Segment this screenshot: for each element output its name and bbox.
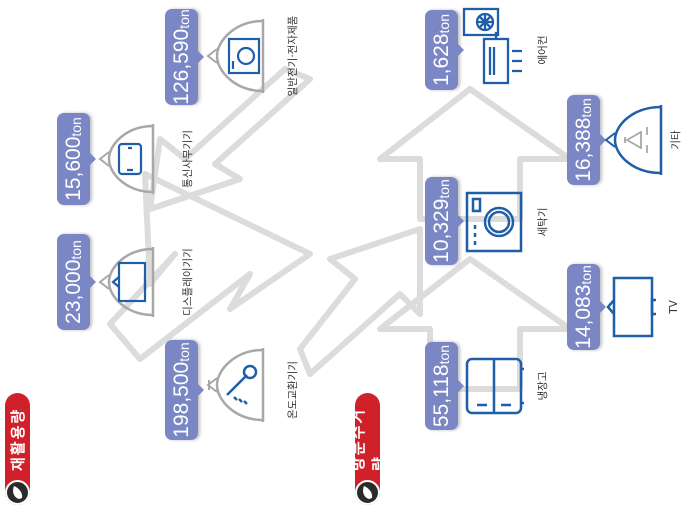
value-unit: ton — [435, 344, 452, 365]
item-label-other: 기타 — [670, 130, 682, 150]
bag-smartphone-icon — [98, 124, 155, 194]
value-number: 198,500 — [169, 361, 193, 438]
value-number: 15,600 — [61, 136, 85, 201]
value-unit: ton — [435, 13, 452, 34]
value-number: 55,118 — [429, 364, 453, 428]
bag-thermometer-icon — [206, 348, 265, 422]
recycling-badge-label: 재활용량 — [9, 407, 27, 471]
bag-recycle-icon — [604, 105, 663, 175]
item-label-thermal: 온도교환기기 — [287, 361, 299, 419]
thermometer-icon — [226, 364, 258, 405]
value-number: 23,000 — [61, 259, 85, 324]
value-number: 14,083 — [571, 284, 595, 349]
item-label-telecom: 통신사무기기 — [182, 130, 194, 188]
value-number: 126,590 — [169, 28, 193, 105]
bag-monitor-icon — [98, 247, 155, 317]
item-label-general: 일반전기·전자제품 — [287, 15, 299, 97]
item-label-tv: TV — [668, 300, 680, 314]
item-label-aircon: 에어컨 — [537, 35, 549, 65]
item-label-display: 디스플레이기기 — [182, 248, 194, 316]
leaf-globe-icon — [355, 480, 380, 505]
value-unit: ton — [67, 117, 84, 137]
bag-appliance-icon — [206, 19, 265, 93]
monitor-icon — [111, 261, 147, 303]
air-conditioner-icon — [462, 7, 522, 85]
value-unit: ton — [67, 240, 84, 260]
refrigerator-icon — [465, 357, 524, 415]
value-unit: ton — [577, 98, 594, 118]
item-label-washer: 세탁기 — [537, 207, 549, 237]
value-number: 1,628 — [429, 33, 453, 87]
washing-machine-icon — [465, 191, 523, 253]
value-unit: ton — [435, 179, 452, 199]
value-unit: ton — [175, 9, 192, 29]
value-unit: ton — [577, 265, 594, 285]
collection-badge-label: 방문수거량 — [348, 407, 388, 471]
smartphone-icon — [117, 142, 143, 176]
leaf-globe-icon — [5, 480, 30, 505]
value-unit: ton — [175, 342, 192, 362]
recycle-icon — [624, 127, 648, 153]
tv-icon — [606, 276, 656, 338]
value-number: 16,388 — [571, 117, 595, 182]
collection-badge: 방문수거량 — [349, 393, 388, 505]
value-number: 10,329 — [429, 198, 453, 263]
arrow-right — [147, 66, 313, 212]
appliance-icon — [227, 37, 261, 75]
arrow-bottom-left — [297, 226, 423, 377]
recycling-badge: 재활용량 — [5, 393, 30, 505]
item-label-refrigerator: 냉장고 — [537, 371, 549, 401]
